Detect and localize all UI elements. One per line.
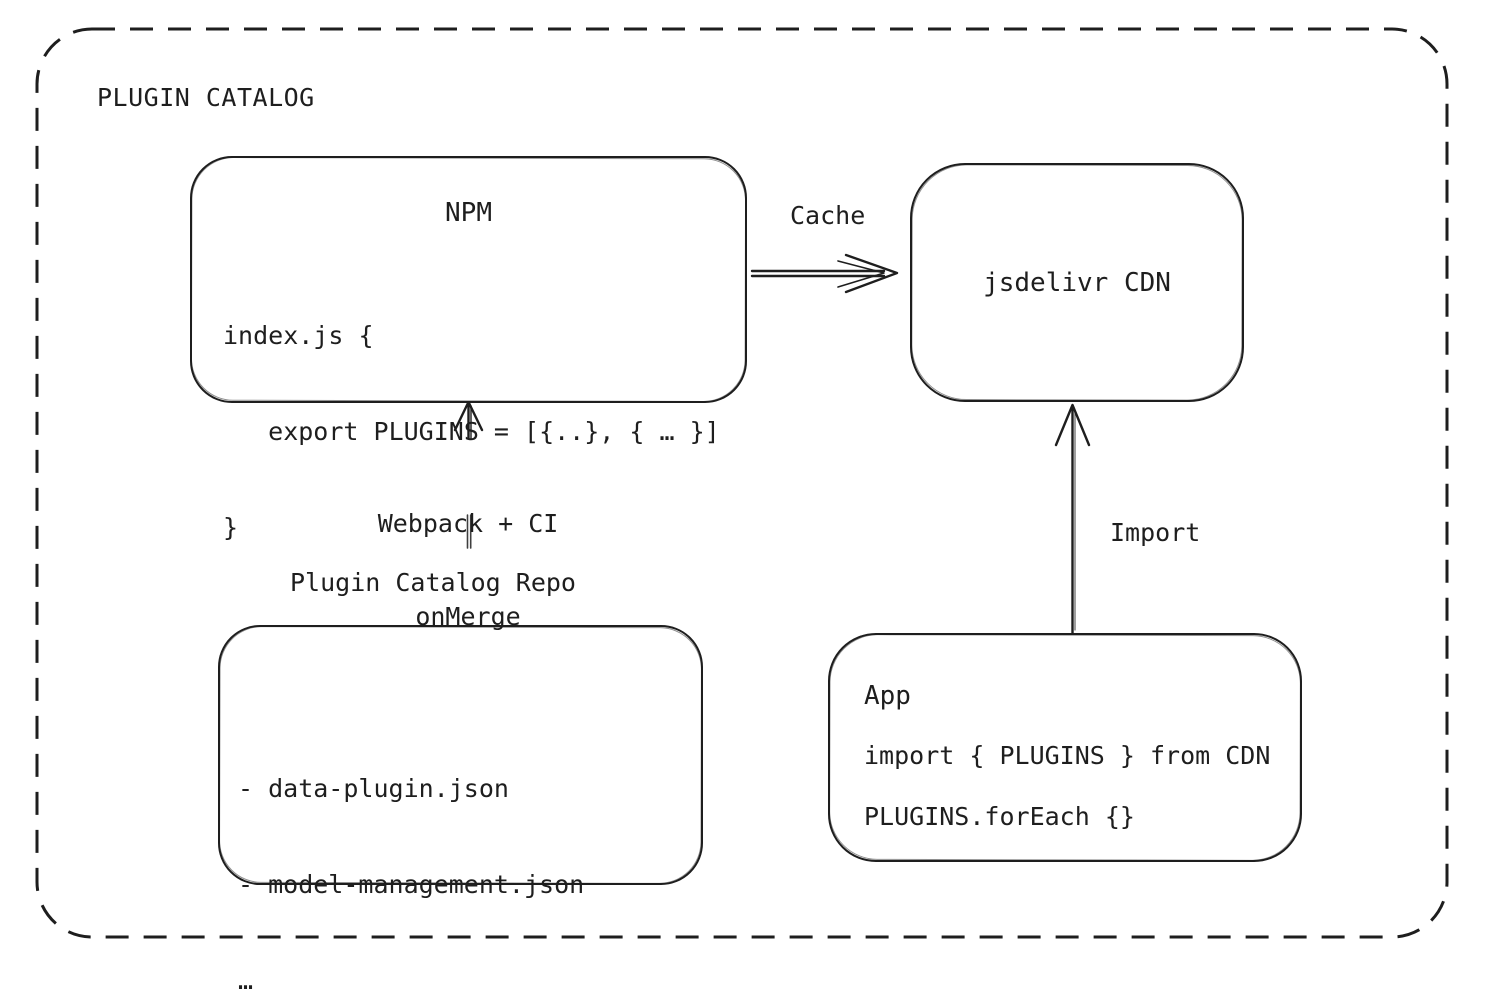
npm-code-line: index.js { bbox=[223, 321, 374, 350]
edge-cache-label: Cache bbox=[790, 201, 866, 230]
node-app: App import { PLUGINS } from CDN PLUGINS.… bbox=[828, 633, 1302, 862]
diagram-title: PLUGIN CATALOG bbox=[97, 83, 315, 112]
repo-title: Plugin Catalog Repo bbox=[290, 568, 576, 597]
repo-file-line: - model-management.json bbox=[238, 870, 585, 899]
node-cdn: jsdelivr CDN bbox=[910, 163, 1244, 402]
cdn-label: jsdelivr CDN bbox=[983, 267, 1171, 298]
edge-build-label-line: onMerge bbox=[415, 602, 521, 631]
app-code-line: import { PLUGINS } from CDN bbox=[864, 741, 1271, 770]
node-npm: NPM index.js { export PLUGINS = [{..}, {… bbox=[190, 156, 747, 542]
edge-import-arrow bbox=[1054, 403, 1091, 635]
app-code-line: PLUGINS.forEach {} bbox=[864, 802, 1135, 831]
npm-title: NPM bbox=[445, 198, 492, 228]
repo-files: - data-plugin.json - model-management.js… bbox=[238, 709, 584, 1002]
edge-build-label-line: Webpack + CI bbox=[377, 509, 559, 538]
edge-cache-arrow bbox=[750, 253, 899, 294]
npm-code-line: export PLUGINS = [{..}, { … }] bbox=[223, 417, 720, 446]
repo-file-line: … bbox=[238, 966, 254, 995]
repo-file-line: - data-plugin.json bbox=[238, 774, 509, 803]
edge-import-label: Import bbox=[1110, 518, 1201, 547]
app-title: App bbox=[864, 681, 911, 711]
